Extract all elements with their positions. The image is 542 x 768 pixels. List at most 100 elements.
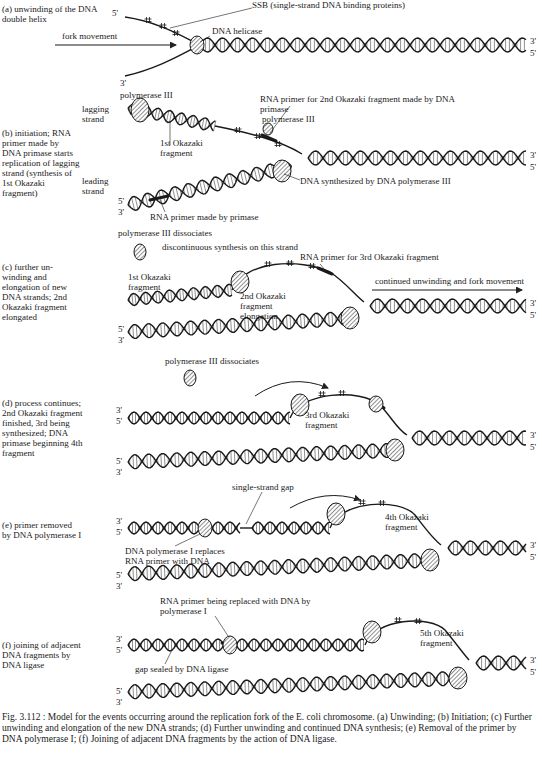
enzyme-blob	[386, 439, 404, 461]
text-label: (c) further un-winding and elongation of…	[2, 262, 82, 322]
ssb-mark	[265, 261, 272, 267]
dna-strand	[308, 151, 526, 165]
ssb-mark	[319, 391, 326, 397]
text-label: 5'	[530, 162, 536, 172]
text-label: 3'	[116, 581, 122, 591]
text-label: 4th Okazaki fragment	[385, 512, 435, 532]
dna-strand	[128, 161, 291, 210]
enzyme-blob	[363, 621, 381, 643]
enzyme-blob	[273, 160, 291, 182]
enzyme-blob	[263, 123, 273, 135]
leader-line	[284, 174, 300, 180]
enzyme-blob	[198, 519, 212, 537]
text-label: 3'	[530, 430, 536, 440]
ssb-mark	[395, 617, 402, 623]
single-strand	[330, 504, 441, 545]
text-label: (a) unwinding of the DNA double helix	[2, 4, 102, 24]
text-label: 5'	[116, 527, 122, 537]
text-label: SSB (single-strand DNA binding proteins)	[252, 0, 405, 10]
single-strand	[215, 126, 302, 154]
ssb-mark	[160, 23, 167, 29]
ssb-mark	[173, 30, 180, 36]
ssb-mark	[255, 133, 262, 139]
dna-strand	[128, 639, 364, 651]
rna-primer	[262, 135, 276, 141]
dna-strand	[252, 522, 330, 534]
leader-line	[320, 264, 325, 270]
text-label: leading strand	[82, 176, 122, 196]
text-label: 5'	[530, 552, 536, 562]
ssb-mark	[379, 500, 386, 506]
dna-strand	[412, 431, 526, 445]
arrow-line	[55, 45, 176, 46]
enzyme-blob	[449, 667, 467, 689]
base-pair-rungs	[202, 39, 525, 52]
base-pair-rungs	[130, 672, 459, 699]
dna-strand	[128, 444, 398, 468]
text-label: RNA primer being replaced with DNA by po…	[160, 596, 330, 616]
dna-strand	[200, 38, 526, 52]
text-label: 3'	[116, 697, 122, 707]
dna-strand	[308, 151, 526, 165]
text-label: 3'	[116, 467, 122, 477]
leader-line	[160, 200, 165, 212]
text-label: 5th Okazaki fragment	[420, 628, 470, 648]
text-label: 3'	[116, 516, 122, 526]
text-label: 5'	[116, 645, 122, 655]
enzyme-blob	[134, 244, 146, 260]
dna-strand	[128, 522, 240, 534]
dna-strand	[128, 671, 460, 698]
ssb-mark	[287, 260, 294, 266]
ssb-mark	[415, 618, 422, 624]
leader-line	[200, 36, 210, 42]
dna-strand	[128, 444, 398, 468]
text-label: 3'	[116, 405, 122, 415]
text-label: continued unwinding and fork movement	[375, 276, 524, 286]
text-label: polymerase III	[262, 114, 315, 124]
enzyme-blob	[231, 271, 249, 293]
dna-strand	[252, 522, 330, 534]
text-label: RNA primer made by primase	[150, 212, 258, 222]
text-label: 3'	[118, 335, 124, 345]
dna-strand	[128, 639, 364, 651]
ssb-mark	[235, 127, 242, 133]
single-strand	[290, 395, 407, 435]
text-label: (d) process continues; 2nd Okazaki fragm…	[2, 398, 94, 458]
text-label: 5'	[116, 416, 122, 426]
enzyme-blob	[184, 370, 196, 386]
leader-line	[246, 492, 262, 524]
leader-line	[175, 534, 200, 546]
rna-primer	[150, 196, 168, 200]
text-label: 2nd Okazaki fragment elongation	[240, 291, 310, 321]
text-label: 5'	[118, 324, 124, 334]
text-label: 3'	[120, 78, 126, 88]
dna-strand	[128, 672, 460, 698]
dna-strand	[200, 38, 526, 52]
text-label: 5'	[116, 686, 122, 696]
text-label: (e) primer removed by DNA polymerase I	[2, 520, 82, 540]
text-label: fork movement	[62, 31, 117, 41]
enzyme-blob	[131, 98, 149, 122]
enzyme-blob	[421, 549, 439, 571]
dna-strand	[128, 412, 290, 424]
text-label: 5'	[116, 570, 122, 580]
dna-strand	[128, 313, 352, 338]
text-label: 5'	[118, 196, 124, 206]
text-label: 1st Okazaki fragment	[160, 138, 210, 158]
text-label: (b) initiation; RNA primer made by DNA p…	[2, 128, 80, 198]
base-pair-rungs	[450, 542, 525, 555]
text-label: 5'	[530, 310, 536, 320]
enzyme-blob	[190, 36, 204, 54]
dna-strand	[448, 541, 526, 555]
dna-strand	[370, 299, 526, 313]
arrow-line	[290, 496, 360, 509]
text-label: 3'	[116, 634, 122, 644]
ssb-mark	[309, 263, 316, 269]
dna-strand	[370, 299, 526, 313]
figure-caption: Fig. 3.112 : Model for the events occurr…	[2, 712, 538, 745]
dna-strand	[448, 541, 526, 555]
text-label: 3'	[530, 150, 536, 160]
dna-strand	[128, 522, 240, 534]
dna-strand	[128, 412, 290, 424]
